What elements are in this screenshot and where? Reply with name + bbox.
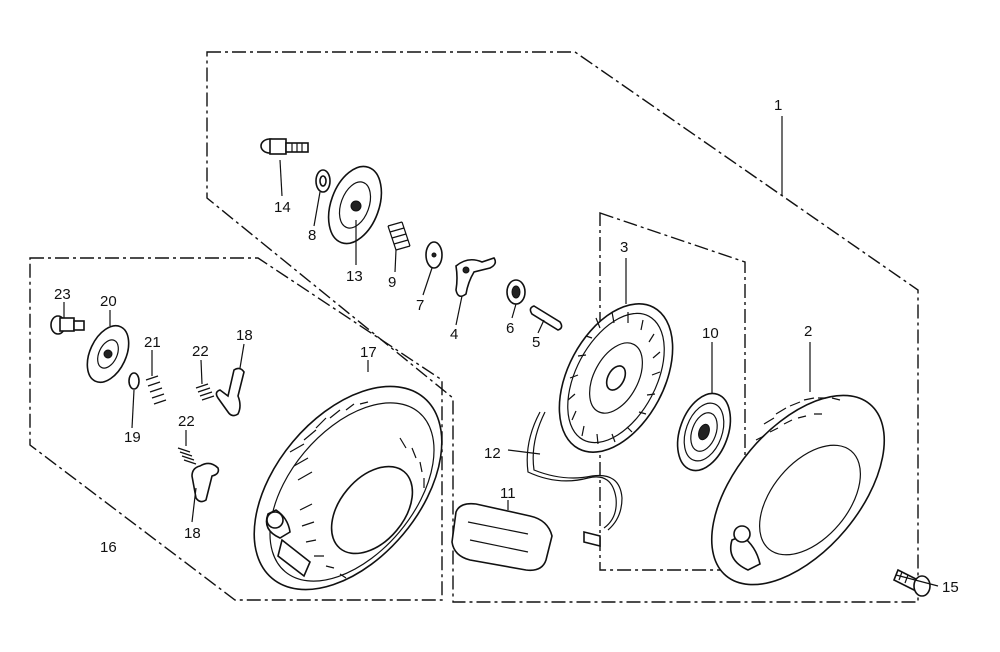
label-part-3: 3 <box>620 239 628 256</box>
part-4-ratchet <box>455 257 497 298</box>
label-part-10: 10 <box>702 325 719 342</box>
part-11-grip <box>451 502 553 572</box>
part-3-reel <box>558 303 674 453</box>
part-6-nut <box>506 279 526 305</box>
part-20-plate <box>86 324 130 384</box>
part-9-spring <box>387 221 411 251</box>
label-part-19: 19 <box>124 429 141 446</box>
label-part-16: 16 <box>100 539 117 556</box>
part-2-starter-case <box>710 394 886 586</box>
label-part-18-upper: 18 <box>236 327 253 344</box>
part-7-washer <box>425 241 443 269</box>
part-labels: 1 14 8 13 9 7 4 6 5 3 10 2 17 12 11 15 2… <box>54 97 959 596</box>
label-part-17: 17 <box>360 344 377 361</box>
label-part-7: 7 <box>416 297 424 314</box>
label-part-5: 5 <box>532 334 540 351</box>
label-part-14: 14 <box>274 199 291 216</box>
label-part-8: 8 <box>308 227 316 244</box>
assembly-16-boundary <box>29 257 443 601</box>
label-part-6: 6 <box>506 320 514 337</box>
part-18-ratchet-upper <box>215 367 245 417</box>
part-22-spring-lower <box>177 447 197 465</box>
label-part-18-lower: 18 <box>184 525 201 542</box>
part-19-washer <box>128 372 140 390</box>
label-part-15: 15 <box>942 579 959 596</box>
part-21-spring <box>145 375 167 405</box>
part-22-spring-upper <box>195 383 215 401</box>
assembly-1-boundary <box>206 51 919 603</box>
part-14-bolt <box>260 138 309 155</box>
part-13-friction-plate <box>327 165 383 245</box>
label-part-20: 20 <box>100 293 117 310</box>
part-10-spring <box>676 392 732 472</box>
label-part-22-lower: 22 <box>178 413 195 430</box>
label-part-21: 21 <box>144 334 161 351</box>
part-5-pin <box>529 305 563 331</box>
part-17-starter-case <box>253 385 443 591</box>
label-part-1: 1 <box>774 97 782 114</box>
label-part-13: 13 <box>346 268 363 285</box>
label-part-12: 12 <box>484 445 501 462</box>
label-part-2: 2 <box>804 323 812 340</box>
label-part-9: 9 <box>388 274 396 291</box>
label-part-4: 4 <box>450 326 458 343</box>
label-part-11: 11 <box>500 485 516 502</box>
part-8-washer <box>315 169 331 193</box>
label-part-22-upper: 22 <box>192 343 209 360</box>
part-23-bolt <box>50 315 85 335</box>
part-18-ratchet-lower <box>191 462 220 503</box>
leader-lines <box>63 116 939 587</box>
label-part-23: 23 <box>54 286 71 303</box>
